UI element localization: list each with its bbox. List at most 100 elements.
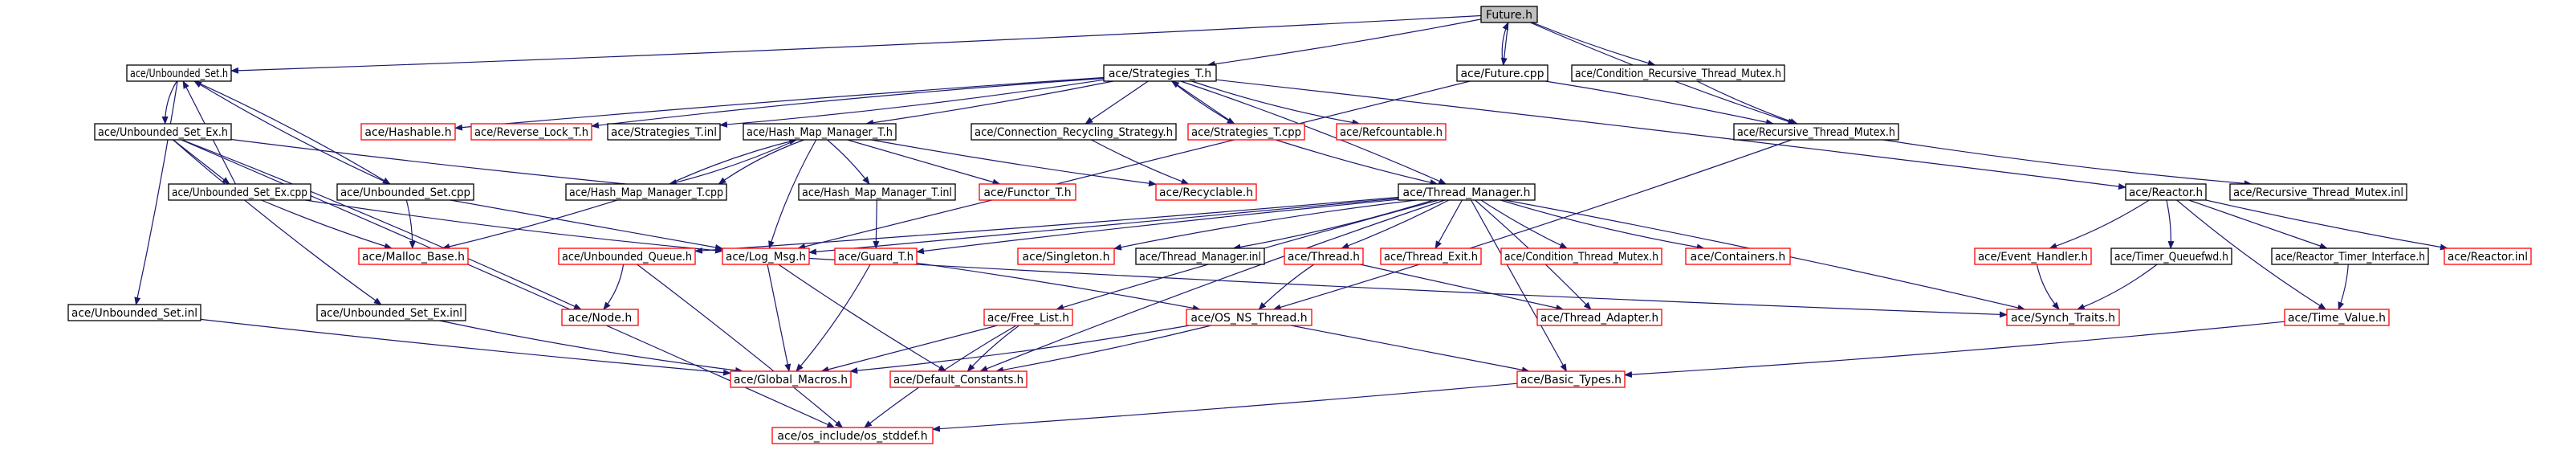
node-label: ace/Malloc_Base.h [362, 251, 465, 264]
node-reactor_h[interactable]: ace/Reactor.h [2125, 183, 2207, 201]
edge-strategies_t_h-to-reactor_h [1215, 79, 2126, 190]
node-box [2284, 309, 2390, 326]
node-box [1480, 6, 1538, 23]
node-label: ace/Unbounded_Set_Ex.cpp [172, 186, 307, 199]
node-strategies_t_h[interactable]: ace/Strategies_T.h [1103, 64, 1217, 82]
node-future_h[interactable]: Future.h [1480, 6, 1538, 23]
edge-free_list_h-to-default_constants_h [967, 325, 1020, 372]
edge-unbounded_queue_h-to-node_h [603, 264, 625, 310]
node-cond_thread_mutex_h[interactable]: ace/Condition_Thread_Mutex.h [1500, 248, 1662, 265]
node-box [316, 304, 466, 321]
node-hash_map_manager_t_h[interactable]: ace/Hash_Map_Manager_T.h [743, 123, 897, 141]
node-free_list_h[interactable]: ace/Free_List.h [983, 309, 1073, 326]
node-node_h[interactable]: ace/Node.h [561, 309, 639, 326]
edge-hash_map_manager_t_cpp-to-malloc_base_h [442, 199, 617, 250]
node-thread_exit_h[interactable]: ace/Thread_Exit.h [1380, 248, 1482, 265]
edge-unbounded_set_h-to-unbounded_set_cpp [193, 80, 391, 185]
node-unbounded_set_inl[interactable]: ace/Unbounded_Set.inl [67, 304, 201, 321]
node-malloc_base_h[interactable]: ace/Malloc_Base.h [358, 248, 469, 265]
node-timer_queuefwd_h[interactable]: ace/Timer_Queuefwd.h [2110, 248, 2232, 265]
node-hash_map_manager_t_cpp[interactable]: ace/Hash_Map_Manager_T.cpp [565, 183, 727, 201]
node-label: ace/Global_Macros.h [734, 374, 848, 387]
node-default_constants_h[interactable]: ace/Default_Constants.h [889, 370, 1028, 388]
node-thread_adapter_h[interactable]: ace/Thread_Adapter.h [1536, 309, 1662, 326]
edge-thread_manager_h-to-basic_types_h [1471, 199, 1567, 372]
node-box [1398, 183, 1536, 201]
node-containers_h[interactable]: ace/Containers.h [1685, 248, 1791, 265]
node-label: ace/Hash_Map_Manager_T.inl [802, 186, 952, 199]
edge-hash_map_manager_t_h-to-log_msg_h [768, 139, 817, 249]
node-event_handler_h[interactable]: ace/Event_Handler.h [1974, 248, 2092, 265]
edge-strategies_t_h-to-reverse_lock_t_h [591, 77, 1105, 129]
node-hash_map_manager_t_inl[interactable]: ace/Hash_Map_Manager_T.inl [798, 183, 956, 201]
edge-future_h-to-unbounded_set_h [230, 14, 1482, 74]
node-label: ace/Unbounded_Set.inl [71, 307, 197, 320]
node-recursive_mutex_h[interactable]: ace/Recursive_Thread_Mutex.h [1733, 123, 1899, 141]
node-functor_t_h[interactable]: ace/Functor_T.h [979, 183, 1076, 201]
node-strategies_t_cpp[interactable]: ace/Strategies_T.cpp [1187, 123, 1305, 141]
node-reactor_timer_iface_h[interactable]: ace/Reactor_Timer_Interface.h [2271, 248, 2429, 265]
node-thread_manager_h[interactable]: ace/Thread_Manager.h [1398, 183, 1536, 201]
node-box [1456, 64, 1548, 82]
node-unbounded_set_h[interactable]: ace/Unbounded_Set.h [126, 64, 232, 82]
edge-thread_manager_h-to-thread_h [1341, 199, 1450, 249]
node-label: ace/Unbounded_Set_Ex.h [98, 126, 228, 139]
edge-thread_manager_h-to-cond_thread_mutex_h [1480, 199, 1569, 249]
node-basic_types_h[interactable]: ace/Basic_Types.h [1516, 370, 1626, 388]
node-recursive_mutex_inl[interactable]: ace/Recursive_Thread_Mutex.inl [2229, 183, 2407, 201]
edge-guard_t_h-to-global_macros_h [796, 264, 871, 372]
node-label: ace/Strategies_T.h [1109, 68, 1211, 80]
node-label: ace/Thread_Manager.h [1403, 186, 1531, 199]
node-log_msg_h[interactable]: ace/Log_Msg.h [722, 248, 810, 265]
node-reactor_inl[interactable]: ace/Reactor.inl [2444, 248, 2532, 265]
node-box [2229, 183, 2407, 201]
node-guard_t_h[interactable]: ace/Guard_T.h [834, 248, 918, 265]
node-box [1284, 248, 1364, 265]
node-box [607, 123, 721, 141]
node-unbounded_set_ex_inl[interactable]: ace/Unbounded_Set_Ex.inl [316, 304, 466, 321]
node-box [1017, 248, 1115, 265]
node-os_stddef_h[interactable]: ace/os_include/os_stddef.h [771, 427, 934, 444]
edge-strategies_t_h-to-strategies_t_inl [719, 79, 1105, 128]
node-box [983, 309, 1073, 326]
edge-strategies_t_h-to-hashable_h [454, 76, 1105, 131]
edge-reactor_h-to-reactor_inl [2205, 199, 2448, 251]
node-future_cpp[interactable]: ace/Future.cpp [1456, 64, 1548, 82]
edge-unbounded_set_cpp-to-unbounded_set_h [193, 80, 391, 185]
node-unbounded_set_cpp[interactable]: ace/Unbounded_Set.cpp [336, 183, 474, 201]
edge-unbounded_set_cpp-to-malloc_base_h [405, 199, 416, 249]
node-cond_rec_mutex_h[interactable]: ace/Condition_Recursive_Thread_Mutex.h [1571, 64, 1785, 82]
node-hashable_h[interactable]: ace/Hashable.h [360, 123, 456, 141]
node-reverse_lock_t_h[interactable]: ace/Reverse_Lock_T.h [470, 123, 592, 141]
node-strategies_t_inl[interactable]: ace/Strategies_T.inl [607, 123, 721, 141]
edges-layer [134, 14, 2448, 432]
node-box [771, 427, 934, 444]
edge-thread_manager_h-to-guard_t_h [916, 198, 1399, 255]
node-label: ace/Functor_T.h [983, 186, 1071, 199]
edge-unbounded_set_inl-to-global_macros_h [200, 318, 731, 376]
node-synch_traits_h[interactable]: ace/Synch_Traits.h [2006, 309, 2120, 326]
node-refcountable_h[interactable]: ace/Refcountable.h [1336, 123, 1447, 141]
node-conn_recycling_h[interactable]: ace/Connection_Recycling_Strategy.h [971, 123, 1177, 141]
node-box [565, 183, 727, 201]
node-global_macros_h[interactable]: ace/Global_Macros.h [730, 370, 852, 388]
node-box [979, 183, 1076, 201]
node-time_value_h[interactable]: ace/Time_Value.h [2284, 309, 2390, 326]
node-label: ace/Recyclable.h [1159, 186, 1253, 199]
node-label: ace/Hash_Map_Manager_T.h [747, 126, 893, 139]
node-unbounded_set_ex_cpp[interactable]: ace/Unbounded_Set_Ex.cpp [168, 183, 311, 201]
node-singleton_h[interactable]: ace/Singleton.h [1017, 248, 1115, 265]
edge-thread_manager_h-to-thread_exit_h [1435, 199, 1463, 249]
edge-recursive_mutex_h-to-recursive_mutex_inl [1882, 139, 2252, 187]
edge-reactor_h-to-timer_queuefwd_h [2166, 199, 2175, 249]
node-unbounded_queue_h[interactable]: ace/Unbounded_Queue.h [558, 248, 696, 265]
node-box [2125, 183, 2207, 201]
edge-reactor_h-to-time_value_h [2176, 199, 2327, 310]
edge-strategies_t_h-to-thread_manager_h [1180, 80, 1447, 185]
node-unbounded_set_ex_h[interactable]: ace/Unbounded_Set_Ex.h [94, 123, 232, 141]
node-os_ns_thread_h[interactable]: ace/OS_NS_Thread.h [1186, 309, 1312, 326]
node-recyclable_h[interactable]: ace/Recyclable.h [1155, 183, 1257, 201]
node-thread_h[interactable]: ace/Thread.h [1284, 248, 1364, 265]
node-thread_manager_inl[interactable]: ace/Thread_Manager.inl [1135, 248, 1265, 265]
edge-strategies_t_cpp-to-thread_manager_h [1275, 139, 1439, 186]
